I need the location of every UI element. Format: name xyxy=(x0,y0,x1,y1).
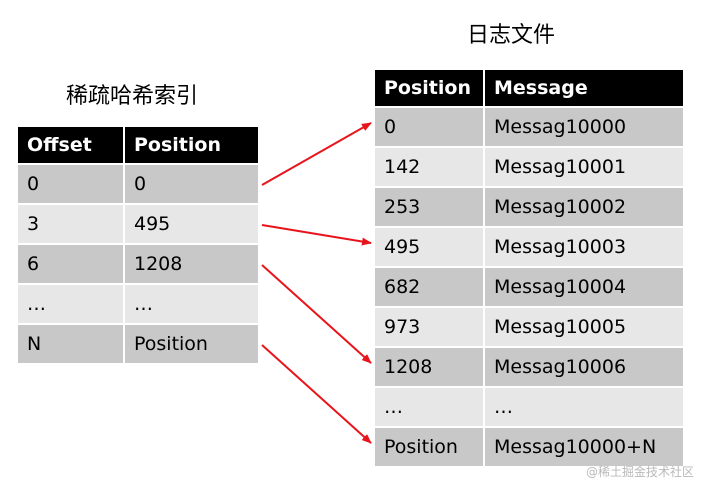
message-cell: Messag10000+N xyxy=(485,428,683,466)
table-header-row: Offset Position xyxy=(18,127,258,163)
table-row: 3 495 xyxy=(18,205,258,243)
table-row: 0 Messag10000 xyxy=(375,108,683,146)
position-cell: 973 xyxy=(375,308,483,346)
message-cell: Messag10006 xyxy=(485,348,683,386)
offset-cell: 6 xyxy=(18,245,123,283)
column-header-position: Position xyxy=(125,127,258,163)
table-row: 6 1208 xyxy=(18,245,258,283)
table-row: … … xyxy=(375,388,683,426)
sparse-index-table: Offset Position 0 0 3 495 6 1208 … … N P… xyxy=(16,125,260,365)
offset-cell: N xyxy=(18,325,123,363)
table-header-row: Position Message xyxy=(375,70,683,106)
mapping-arrow xyxy=(261,122,372,186)
watermark: @稀土掘金技术社区 xyxy=(585,465,694,479)
position-cell: … xyxy=(125,285,258,323)
column-header-message: Message xyxy=(485,70,683,106)
table-row: 253 Messag10002 xyxy=(375,188,683,226)
offset-cell: … xyxy=(18,285,123,323)
message-cell: Messag10003 xyxy=(485,228,683,266)
column-header-position: Position xyxy=(375,70,483,106)
message-cell: Messag10001 xyxy=(485,148,683,186)
offset-cell: 0 xyxy=(18,165,123,203)
position-cell: … xyxy=(375,388,483,426)
position-cell: Position xyxy=(125,325,258,363)
position-cell: 142 xyxy=(375,148,483,186)
position-cell: 1208 xyxy=(125,245,258,283)
position-cell: 1208 xyxy=(375,348,483,386)
message-cell: Messag10002 xyxy=(485,188,683,226)
column-header-offset: Offset xyxy=(18,127,123,163)
position-cell: 682 xyxy=(375,268,483,306)
position-cell: 0 xyxy=(125,165,258,203)
sparse-index-title: 稀疏哈希索引 xyxy=(66,84,199,109)
table-row: 973 Messag10005 xyxy=(375,308,683,346)
mapping-arrow xyxy=(261,224,372,246)
table-row: … … xyxy=(18,285,258,323)
table-row: 0 0 xyxy=(18,165,258,203)
table-row: 1208 Messag10006 xyxy=(375,348,683,386)
mapping-arrow xyxy=(261,344,372,444)
message-cell: Messag10004 xyxy=(485,268,683,306)
log-file-table: Position Message 0 Messag10000 142 Messa… xyxy=(373,68,685,468)
table-row: N Position xyxy=(18,325,258,363)
position-cell: 0 xyxy=(375,108,483,146)
position-cell: Position xyxy=(375,428,483,466)
message-cell: … xyxy=(485,388,683,426)
log-file-title: 日志文件 xyxy=(467,23,556,48)
table-row: 495 Messag10003 xyxy=(375,228,683,266)
table-row: 682 Messag10004 xyxy=(375,268,683,306)
message-cell: Messag10000 xyxy=(485,108,683,146)
position-cell: 495 xyxy=(125,205,258,243)
table-row: Position Messag10000+N xyxy=(375,428,683,466)
mapping-arrow xyxy=(261,264,372,364)
message-cell: Messag10005 xyxy=(485,308,683,346)
table-row: 142 Messag10001 xyxy=(375,148,683,186)
position-cell: 495 xyxy=(375,228,483,266)
offset-cell: 3 xyxy=(18,205,123,243)
position-cell: 253 xyxy=(375,188,483,226)
